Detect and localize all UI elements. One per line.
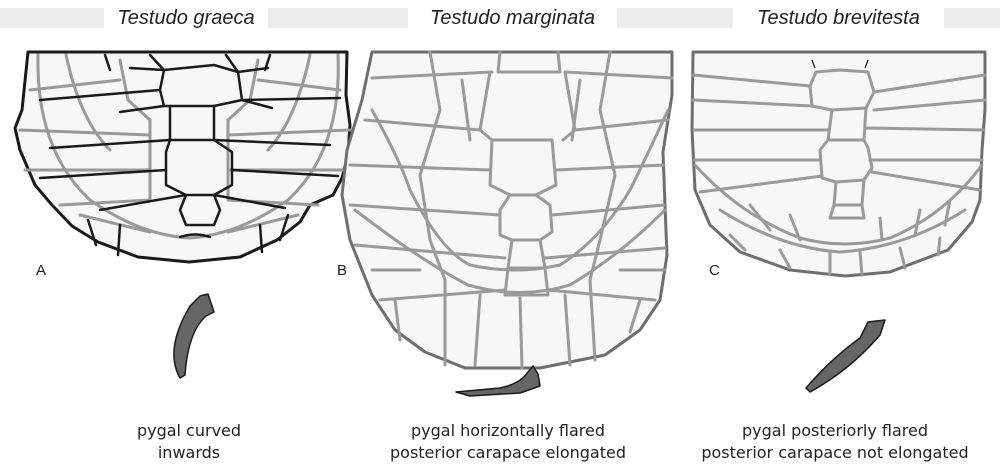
caption-a-line-1: pygal curved [24, 420, 354, 442]
carapace-b [342, 52, 672, 368]
caption-b: pygal horizontally flared posterior cara… [343, 420, 673, 464]
caption-a: pygal curved inwards [24, 420, 354, 464]
caption-c-line-1: pygal posteriorly flared [670, 420, 1000, 442]
caption-b-line-2: posterior carapace elongated [343, 442, 673, 464]
carapace-a-outline [15, 52, 350, 262]
carapace-a [15, 52, 350, 262]
caption-c: pygal posteriorly flared posterior carap… [670, 420, 1000, 464]
pygal-b [456, 366, 540, 396]
carapace-c [692, 52, 985, 276]
caption-b-line-1: pygal horizontally flared [343, 420, 673, 442]
caption-c-line-2: posterior carapace not elongated [670, 442, 1000, 464]
pygal-c [806, 320, 885, 392]
pygal-a [174, 294, 214, 378]
caption-a-line-2: inwards [24, 442, 354, 464]
